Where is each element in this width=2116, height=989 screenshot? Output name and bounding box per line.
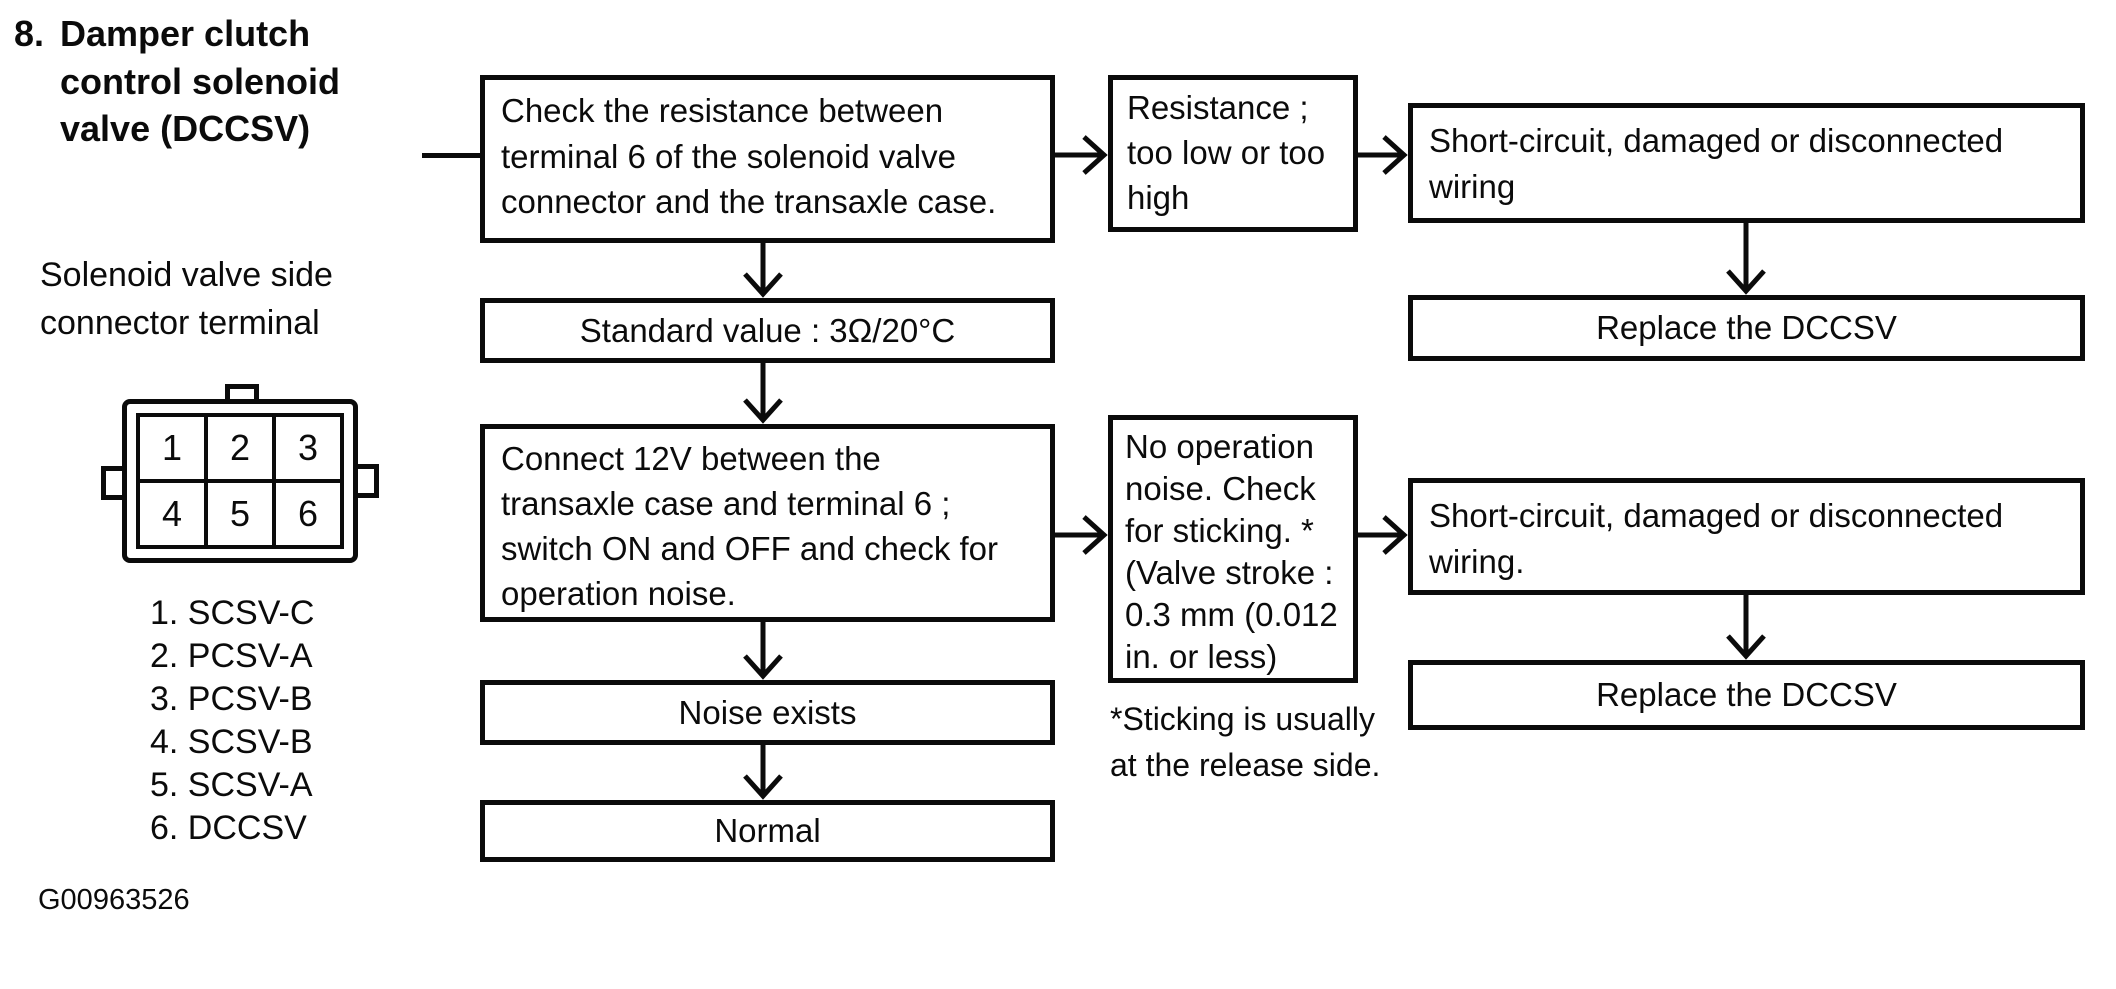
arrow-noop-to-short2	[1358, 515, 1408, 555]
standard-value-box: Standard value : 3Ω/20°C	[480, 298, 1055, 363]
arrow-connect-to-noise	[743, 622, 783, 680]
terminal-cell-2: 2	[208, 417, 272, 479]
terminal-cell-1: 1	[140, 417, 204, 479]
sticking-footnote: *Sticking is usually at the release side…	[1110, 701, 1381, 784]
legend-item: 5. SCSV-A	[150, 766, 313, 804]
step-title-box: 8. Damper clutch control solenoid valve …	[0, 0, 405, 175]
legend-item: 4. SCSV-B	[150, 723, 313, 761]
resistance-abnormal-box: Resistance ; too low or too high	[1108, 75, 1358, 232]
check-resistance-box: Check the resistance between terminal 6 …	[480, 75, 1055, 243]
legend-item: 6. DCCSV	[150, 809, 307, 847]
normal-box: Normal	[480, 800, 1055, 862]
terminal-cell-4: 4	[140, 483, 204, 545]
figure-id: G00963526	[38, 884, 190, 916]
terminal-legend: 1. SCSV-C 2. PCSV-A 3. PCSV-B 4. SCSV-B …	[150, 592, 314, 850]
replace-dccsv-box-1: Replace the DCCSV	[1408, 295, 2085, 361]
line-title-to-check	[422, 153, 480, 158]
arrow-check-to-standard	[743, 243, 783, 298]
short-circuit-box-1: Short-circuit, damaged or disconnected w…	[1408, 103, 2085, 223]
connect-12v-box: Connect 12V between the transaxle case a…	[480, 424, 1055, 622]
noise-exists-box: Noise exists	[480, 680, 1055, 745]
arrow-standard-to-connect	[743, 363, 783, 424]
connector-caption: Solenoid valve side connector terminal	[40, 256, 333, 342]
terminal-cell-5: 5	[208, 483, 272, 545]
legend-item: 3. PCSV-B	[150, 680, 313, 718]
replace-dccsv-box-2: Replace the DCCSV	[1408, 660, 2085, 730]
step-title: Damper clutch control solenoid valve (DC…	[60, 13, 341, 150]
connector-terminal-grid: 1 2 3 4 5 6	[136, 413, 344, 549]
arrow-check-to-resistance	[1055, 135, 1108, 175]
legend-item: 2. PCSV-A	[150, 637, 313, 675]
connector-diagram: 1 2 3 4 5 6	[122, 399, 358, 563]
terminal-cell-6: 6	[276, 483, 340, 545]
arrow-short2-to-replace2	[1726, 595, 1766, 660]
step-number: 8.	[14, 13, 45, 54]
no-operation-noise-box: No operation noise. Check for sticking. …	[1108, 415, 1358, 683]
arrow-connect-to-noop	[1055, 515, 1108, 555]
arrow-resistance-to-short1	[1358, 135, 1408, 175]
terminal-cell-3: 3	[276, 417, 340, 479]
short-circuit-box-2: Short-circuit, damaged or disconnected w…	[1408, 478, 2085, 595]
arrow-noise-to-normal	[743, 745, 783, 800]
legend-item: 1. SCSV-C	[150, 594, 315, 632]
arrow-short1-to-replace1	[1726, 223, 1766, 295]
